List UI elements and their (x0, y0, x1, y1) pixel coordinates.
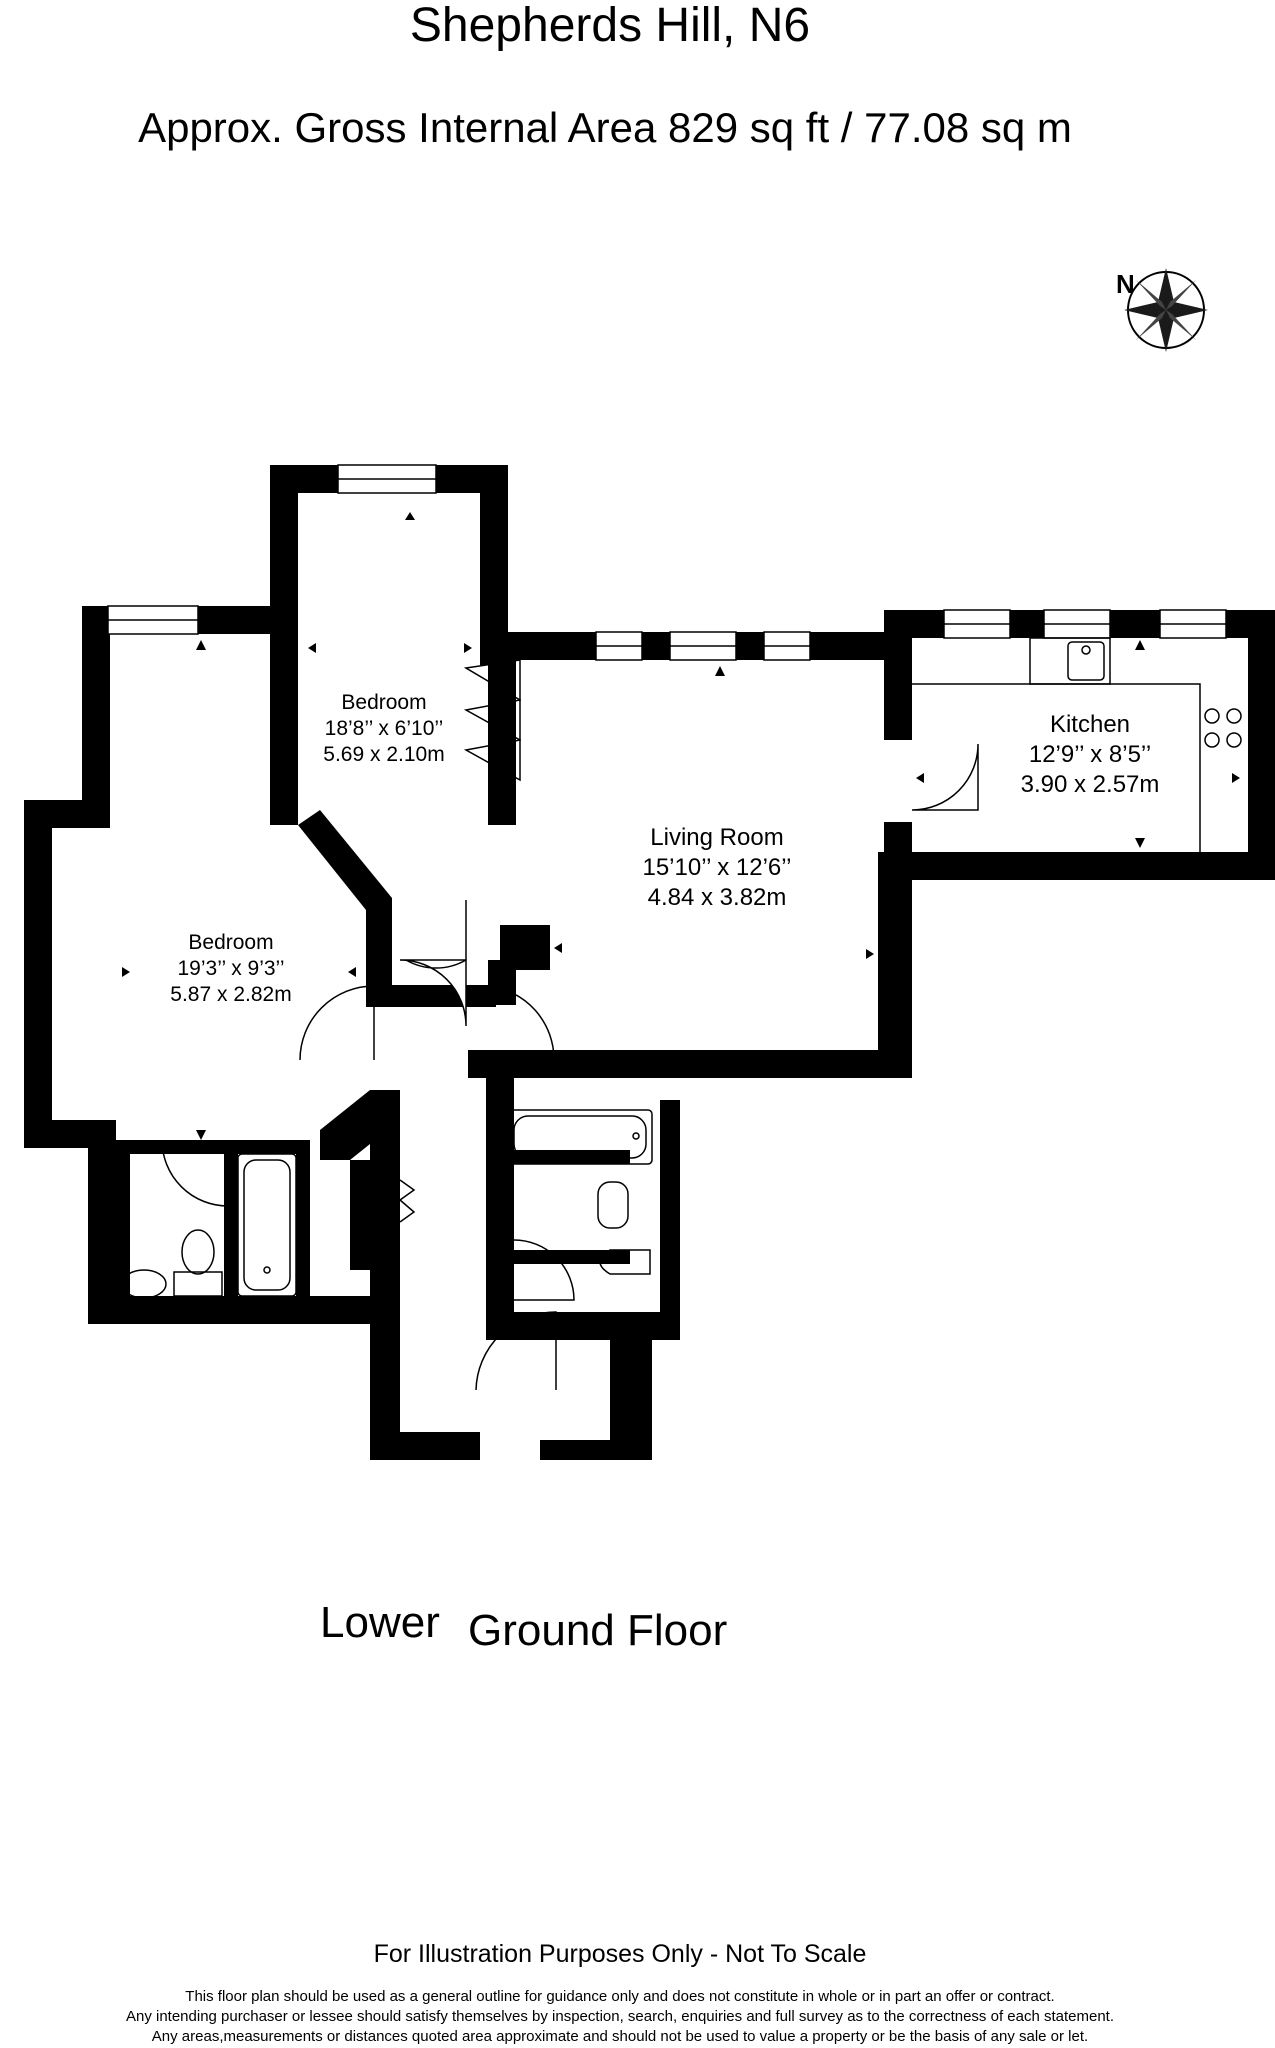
fine-print-line: Any intending purchaser or lessee should… (125, 2008, 1115, 2025)
floor-label-lower: Lower (320, 1598, 440, 1647)
kitchen-fittings (912, 637, 1242, 852)
room-size-metric: 4.84 x 3.82m (647, 884, 787, 911)
room-label-bedroom-upper: Bedroom 18’8’’ x 6’10’’ 5.69 x 2.10m (274, 690, 494, 768)
gross-internal-area: Approx. Gross Internal Area 829 sq ft / … (138, 104, 1072, 151)
room-label-bedroom-lower: Bedroom 19’3’’ x 9’3’’ 5.87 x 2.82m (121, 930, 341, 1008)
measurement-arrows (122, 512, 1240, 1140)
room-name: Bedroom (188, 931, 274, 954)
room-size-imperial: 19’3’’ x 9’3’’ (177, 957, 285, 980)
compass-north-label: N (1116, 269, 1135, 299)
room-label-kitchen: Kitchen 12’9’’ x 8’5’’ 3.90 x 2.57m (980, 710, 1200, 800)
room-size-metric: 5.87 x 2.82m (170, 983, 292, 1006)
compass-icon (1124, 268, 1208, 352)
fine-print-line: Any areas,measurements or distances quot… (151, 2028, 1089, 2045)
room-name: Kitchen (1049, 711, 1131, 738)
room-size-imperial: 18’8’’ x 6’10’’ (324, 717, 444, 740)
room-size-metric: 5.69 x 2.10m (323, 743, 445, 766)
door-swings (161, 659, 979, 1391)
room-name: Bedroom (341, 691, 427, 714)
disclaimer: For Illustration Purposes Only - Not To … (373, 1940, 867, 1968)
floor-label-ground-floor: Ground Floor (468, 1606, 728, 1655)
room-size-metric: 3.90 x 2.57m (1020, 771, 1160, 798)
room-name: Living Room (650, 824, 784, 851)
room-label-living-room: Living Room 15’10’’ x 12’6’’ 4.84 x 3.82… (607, 823, 827, 913)
plan-title: Shepherds Hill, N6 (409, 0, 811, 52)
windows (107, 464, 1227, 661)
fine-print-line: This floor plan should be used as a gene… (185, 1988, 1055, 2005)
bathroom-fittings (121, 1109, 653, 1299)
room-size-imperial: 12’9’’ x 8’5’’ (1028, 741, 1152, 768)
room-size-imperial: 15’10’’ x 12’6’’ (642, 854, 792, 881)
